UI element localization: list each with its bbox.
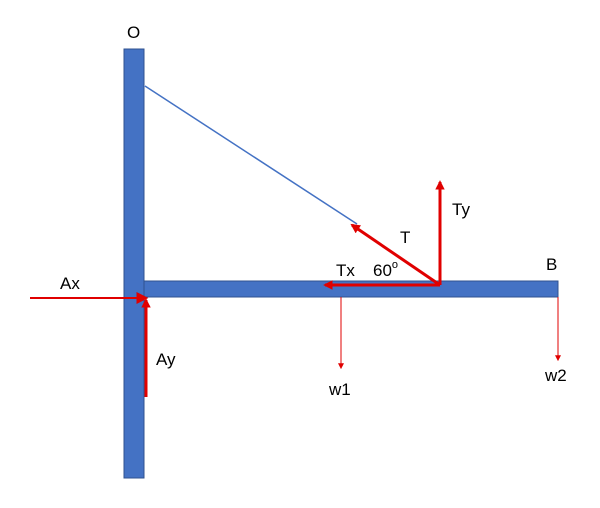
label-tension-y: Ty xyxy=(452,200,470,219)
label-reaction-y: Ay xyxy=(156,350,176,369)
label-point-o: O xyxy=(127,23,140,42)
horizontal-beam xyxy=(143,280,559,298)
angle-value: 60 xyxy=(373,261,392,280)
label-angle: 60o xyxy=(373,259,398,280)
label-point-b: B xyxy=(546,255,557,274)
label-reaction-x: Ax xyxy=(60,274,80,293)
label-weight-1: w1 xyxy=(328,380,351,399)
label-tension: T xyxy=(400,228,410,247)
label-tension-x: Tx xyxy=(336,261,355,280)
support-cable xyxy=(144,85,358,225)
label-weight-2: w2 xyxy=(544,366,567,385)
tension-arrow xyxy=(350,223,441,287)
angle-unit: o xyxy=(392,259,398,271)
vertical-post xyxy=(123,48,145,479)
